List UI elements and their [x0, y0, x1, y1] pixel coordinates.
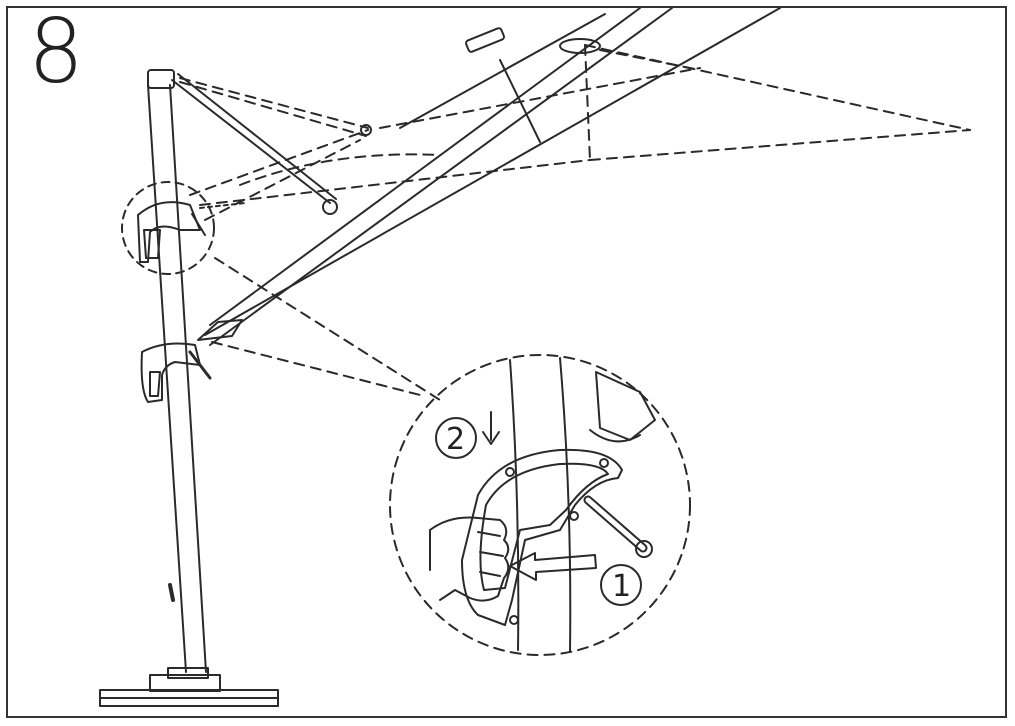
step-number: 8 — [28, 0, 84, 103]
zoom-leader — [211, 257, 441, 401]
callout-1: 1 — [600, 564, 642, 606]
base-icon — [99, 667, 279, 707]
arrow-down-icon — [482, 411, 500, 445]
svg-text:1: 1 — [612, 569, 631, 604]
diagram-frame — [6, 6, 1007, 718]
canopy-outline — [179, 44, 971, 221]
lower-handle-icon — [140, 319, 243, 403]
hand-icon — [429, 516, 510, 602]
svg-text:2: 2 — [446, 422, 465, 457]
detail-zoom — [389, 354, 691, 656]
upper-handle-icon — [121, 181, 246, 275]
callout-2: 2 — [435, 417, 477, 459]
canopy-hub-icon — [360, 27, 601, 136]
crank-handle-icon — [583, 495, 653, 558]
arrow-left-icon — [509, 552, 597, 581]
